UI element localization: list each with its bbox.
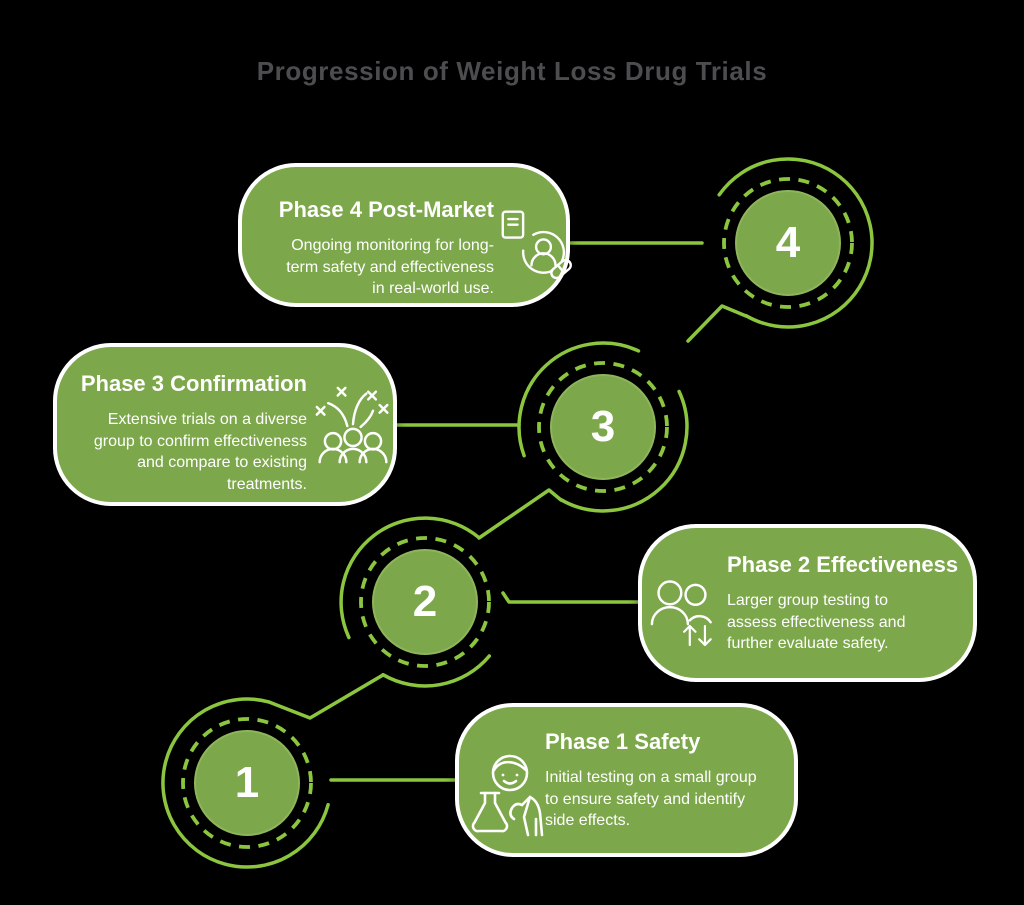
phase-4-dashed-ring — [722, 177, 854, 309]
phase-4-text: Phase 4 Post-Market Ongoing monitoring f… — [272, 197, 494, 300]
phase-4-title: Phase 4 Post-Market — [278, 197, 494, 222]
phase-2-step-circle: 2 — [372, 549, 478, 655]
phase-1-number: 1 — [234, 758, 260, 807]
phase-3-card: Phase 3 Confirmation Extensive trials on… — [53, 343, 397, 506]
phase-2-card: Phase 2 Effectiveness Larger group testi… — [638, 524, 977, 682]
phase-3-ring-arc-b — [517, 341, 641, 458]
phase-1-dashed-ring — [181, 717, 313, 849]
phase-3-title: Phase 3 Confirmation — [80, 371, 307, 396]
phase-1-step-circle: 1 — [194, 730, 300, 836]
phase-3-number: 3 — [590, 402, 616, 451]
phase-4-step-circle: 4 — [735, 190, 841, 296]
phase-2-dashed-ring — [359, 536, 491, 668]
phase-1-title: Phase 1 Safety — [545, 729, 701, 754]
phase-3-description: Extensive trials on a diverse group to c… — [93, 411, 307, 493]
two-people-arrows-icon — [650, 570, 722, 648]
page-title: Progression of Weight Loss Drug Trials — [256, 56, 768, 86]
phase-3-text: Phase 3 Confirmation Extensive trials on… — [79, 371, 307, 495]
scientist-flask-icon — [467, 747, 549, 841]
document-person-pill-icon — [500, 207, 574, 283]
connector-circle2-card2 — [501, 591, 642, 604]
connector-circle2-circle1 — [267, 673, 385, 720]
phase-4-ring-arc — [717, 157, 874, 329]
phase-3-dashed-ring — [537, 361, 669, 493]
phase-2-text: Phase 2 Effectiveness Larger group testi… — [727, 552, 963, 655]
connector-circle4-circle3 — [686, 304, 748, 343]
phase-2-ring-arc-a — [381, 654, 492, 688]
phase-4-card: Phase 4 Post-Market Ongoing monitoring f… — [238, 163, 572, 307]
phase-2-ring-arc-b — [339, 516, 481, 640]
phase-3-step-circle: 3 — [550, 374, 656, 480]
phase-1-ring-arc — [161, 697, 330, 869]
phase-4-description: Ongoing monitoring for long-term safety … — [286, 237, 494, 298]
connector-circle3-circle2 — [477, 488, 563, 540]
phase-1-description: Initial testing on a small group to ensu… — [545, 769, 757, 830]
phase-2-description: Larger group testing to assess effective… — [727, 592, 906, 653]
phase-4-number: 4 — [775, 218, 801, 267]
phase-3-ring-arc-a — [559, 389, 689, 513]
phase-2-title: Phase 2 Effectiveness — [727, 552, 959, 577]
phase-1-card: Phase 1 Safety Initial testing on a smal… — [455, 703, 798, 857]
phase-2-number: 2 — [412, 577, 438, 626]
phase-1-text: Phase 1 Safety Initial testing on a smal… — [545, 729, 781, 832]
crowd-celebration-icon — [313, 383, 393, 469]
